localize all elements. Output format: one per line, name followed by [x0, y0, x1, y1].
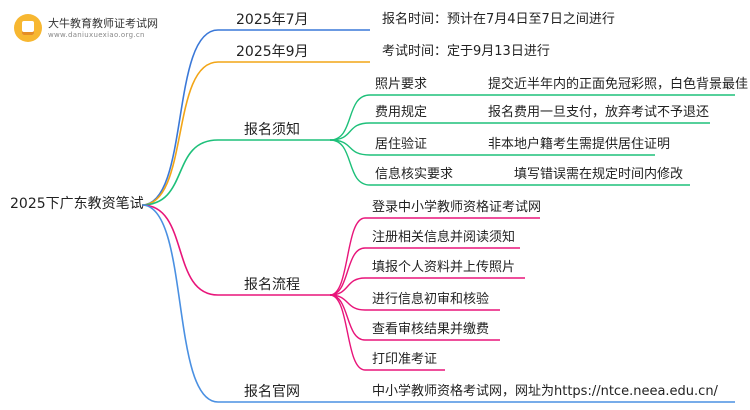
timeline-1-date: 2025年7月: [236, 12, 309, 28]
root-label: 2025下广东教资笔试: [10, 196, 144, 212]
process-step-5: 查看审核结果并缴费: [372, 322, 490, 337]
link-notice-verify: [329, 139, 690, 186]
notice-fee-detail: 报名费用一旦支付，放弃考试不予退还: [488, 105, 710, 120]
process-step-1: 登录中小学教师资格证考试网: [372, 200, 542, 215]
timeline-2-date: 2025年9月: [236, 44, 309, 60]
link-process-6: [329, 294, 445, 371]
website-label: 报名官网: [244, 384, 300, 400]
notice-residence-detail: 非本地户籍考生需提供居住证明: [488, 137, 671, 152]
notice-photo-title: 照片要求: [375, 77, 428, 92]
link-root-process: [141, 204, 330, 296]
brand-logo: 大牛教育教师证考试网 www.daniuxuexiao.org.cn: [14, 14, 158, 42]
link-process-2: [329, 247, 520, 296]
process-step-3: 填报个人资料并上传照片: [372, 260, 516, 275]
timeline-1-detail: 报名时间：预计在7月4日至7日之间进行: [382, 12, 615, 27]
timeline-2-detail: 考试时间：定于9月13日进行: [382, 44, 550, 59]
link-process-3: [329, 277, 525, 296]
brand-url: www.daniuxuexiao.org.cn: [48, 30, 145, 39]
brand-name: 大牛教育教师证考试网: [48, 16, 158, 30]
link-root-timeline-2: [141, 61, 370, 206]
website-detail: 中小学教师资格考试网，网址为https://ntce.neea.edu.cn/: [372, 384, 718, 399]
link-root-timeline-1: [141, 29, 370, 206]
link-notice-residence: [329, 139, 655, 156]
link-root-notice: [141, 139, 330, 206]
link-notice-photo: [329, 94, 735, 141]
notice-label: 报名须知: [244, 122, 300, 138]
process-step-4: 进行信息初审和核验: [372, 292, 490, 307]
link-notice-fee: [329, 122, 710, 141]
notice-photo-detail: 提交近半年内的正面免冠彩照，白色背景最佳: [488, 77, 749, 92]
link-root-website: [141, 204, 735, 403]
notice-verify-detail: 填写错误需在规定时间内修改: [514, 167, 684, 182]
process-step-2: 注册相关信息并阅读须知: [372, 230, 516, 245]
notice-residence-title: 居住验证: [375, 137, 428, 152]
notice-fee-title: 费用规定: [375, 105, 428, 120]
notice-verify-title: 信息核实要求: [375, 167, 454, 182]
book-icon: [14, 14, 42, 42]
process-step-6: 打印准考证: [372, 352, 438, 367]
process-label: 报名流程: [244, 277, 300, 293]
link-process-1: [329, 217, 540, 296]
